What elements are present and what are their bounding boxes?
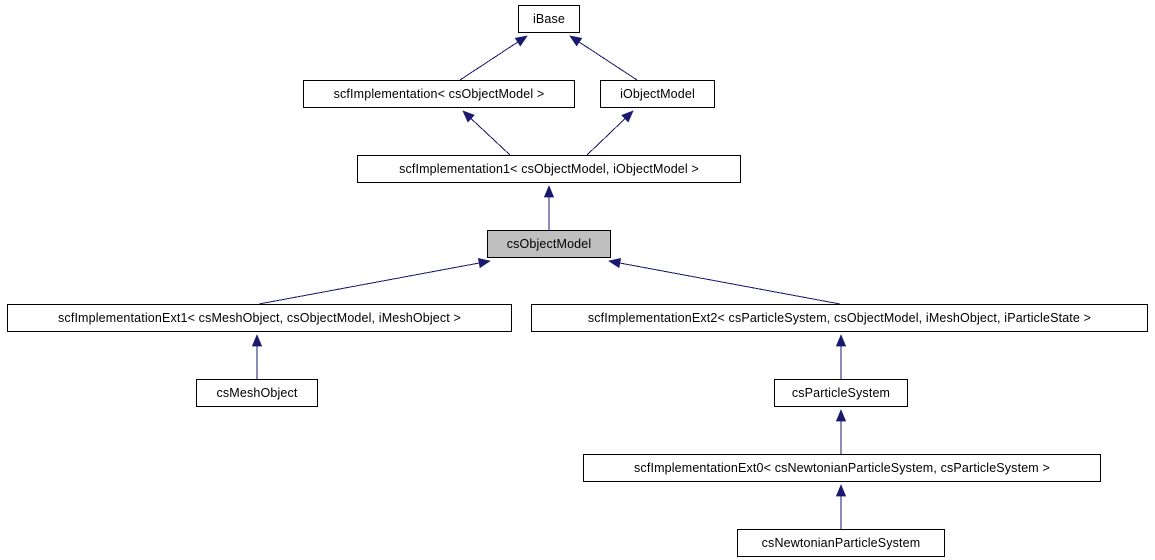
inheritance-arrowhead-csObjectModel-to-scfImplementation1 [543, 185, 555, 198]
inheritance-edge-scfImplementationExt0-to-csParticleSystem [835, 409, 847, 454]
uml-class-label: iObjectModel [620, 86, 695, 101]
inheritance-arrowhead-scfImplementationExt2-to-csObjectModel [608, 258, 622, 269]
edge-line [258, 262, 481, 305]
edge-line [586, 117, 627, 156]
uml-class-label: scfImplementation< csObjectModel > [333, 86, 545, 101]
uml-class-label: csObjectModel [506, 236, 592, 251]
inheritance-edge-csObjectModel-to-scfImplementation1 [543, 185, 555, 230]
inheritance-arrowhead-scfImplementation1-to-scfImplementation [462, 110, 475, 123]
uml-class-label: iBase [532, 11, 566, 26]
inheritance-edge-csMeshObject-to-scfImplementationExt1 [251, 334, 263, 379]
edge-line [618, 262, 841, 305]
inheritance-arrowhead-iObjectModel-to-iBase [569, 35, 583, 47]
uml-class-node-csNewtonianParticleSystem[interactable]: csNewtonianParticleSystem [737, 529, 945, 557]
inheritance-edge-scfImplementationExt1-to-csObjectModel [258, 258, 491, 305]
inheritance-arrowhead-csParticleSystem-to-scfImplementationExt2 [835, 334, 847, 347]
uml-class-label: csMeshObject [216, 385, 298, 400]
inheritance-edge-scfImplementation-to-iBase [459, 35, 528, 81]
uml-class-node-scfImplementationExt0[interactable]: scfImplementationExt0< csNewtonianPartic… [583, 454, 1101, 482]
uml-class-node-csMeshObject[interactable]: csMeshObject [196, 379, 318, 407]
uml-class-node-csParticleSystem[interactable]: csParticleSystem [774, 379, 908, 407]
uml-class-node-scfImplementation[interactable]: scfImplementation< csObjectModel > [303, 80, 575, 108]
uml-class-node-scfImplementation1[interactable]: scfImplementation1< csObjectModel, iObje… [357, 155, 741, 183]
uml-class-node-scfImplementationExt1[interactable]: scfImplementationExt1< csMeshObject, csO… [7, 304, 512, 332]
inheritance-edge-scfImplementation1-to-scfImplementation [462, 110, 511, 156]
uml-class-node-scfImplementationExt2[interactable]: scfImplementationExt2< csParticleSystem,… [531, 304, 1148, 332]
edge-line [469, 117, 511, 156]
uml-class-label: scfImplementationExt2< csParticleSystem,… [587, 310, 1092, 325]
inheritance-arrowhead-scfImplementation1-to-iObjectModel [621, 110, 634, 123]
edge-line [459, 41, 519, 81]
inheritance-edge-iObjectModel-to-iBase [569, 35, 638, 81]
inheritance-arrowhead-csNewtonianParticleSystem-to-scfImplementationExt0 [835, 484, 847, 497]
uml-class-node-csObjectModel[interactable]: csObjectModel [487, 230, 611, 258]
inheritance-edge-scfImplementationExt2-to-csObjectModel [608, 258, 841, 305]
edge-line [578, 41, 638, 81]
uml-class-label: scfImplementation1< csObjectModel, iObje… [399, 161, 699, 176]
inheritance-arrowhead-scfImplementation-to-iBase [514, 35, 528, 47]
uml-class-node-iBase[interactable]: iBase [518, 5, 580, 33]
inheritance-edge-scfImplementation1-to-iObjectModel [586, 110, 634, 156]
inheritance-edge-csNewtonianParticleSystem-to-scfImplementationExt0 [835, 484, 847, 529]
uml-class-label: csParticleSystem [791, 385, 891, 400]
uml-class-node-iObjectModel[interactable]: iObjectModel [600, 80, 715, 108]
uml-class-label: csNewtonianParticleSystem [761, 535, 921, 550]
uml-class-label: scfImplementationExt0< csNewtonianPartic… [634, 460, 1050, 475]
inheritance-arrowhead-scfImplementationExt1-to-csObjectModel [477, 258, 491, 269]
inheritance-arrowhead-scfImplementationExt0-to-csParticleSystem [835, 409, 847, 422]
inheritance-arrowhead-csMeshObject-to-scfImplementationExt1 [251, 334, 263, 347]
inheritance-edge-csParticleSystem-to-scfImplementationExt2 [835, 334, 847, 379]
uml-class-label: scfImplementationExt1< csMeshObject, csO… [58, 310, 461, 325]
